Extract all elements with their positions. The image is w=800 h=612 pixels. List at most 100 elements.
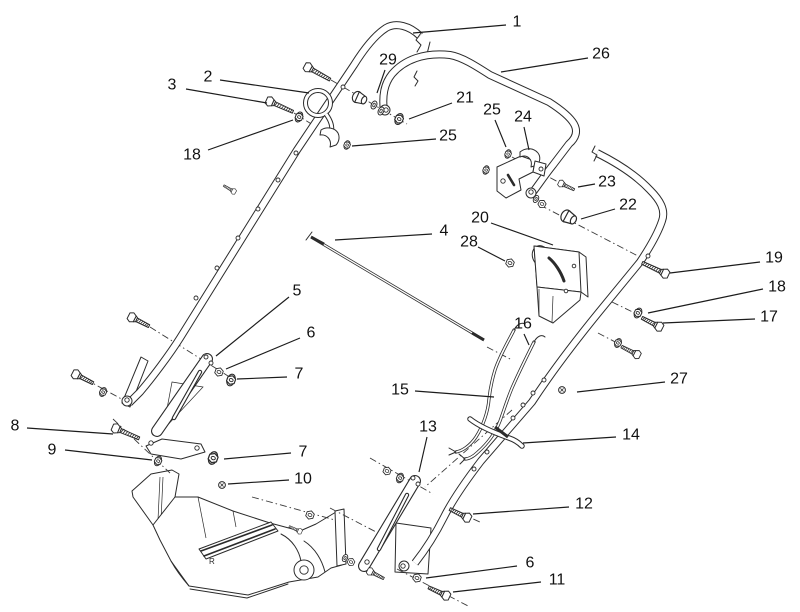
housing-lower-plate: [536, 286, 582, 324]
callout-leader-line: [576, 381, 666, 393]
callout-21: 21: [408, 90, 474, 120]
nut-6b: [411, 572, 423, 584]
callout-leader-line: [477, 246, 506, 262]
upper-handle-right-tube: [379, 50, 581, 199]
callout-leader-line: [662, 318, 756, 324]
callout-leader-line: [425, 565, 518, 579]
callout-number: 2: [204, 69, 213, 86]
support-arm-right: [358, 475, 421, 572]
nut-21: [392, 111, 406, 127]
lower-right-handle-tube: [398, 145, 668, 572]
callout-leader-line: [236, 376, 288, 380]
assembly-axis-lines: [84, 79, 642, 608]
callout-number: 27: [670, 371, 688, 388]
bolt-left-lower: [69, 367, 96, 389]
bolt-deck-bracket: [365, 566, 387, 583]
callout-18-a: 18: [183, 119, 294, 164]
deck-side-plate: [334, 508, 347, 567]
callout-27: 27: [576, 371, 688, 393]
callout-leader-line: [522, 436, 617, 444]
callout-25-a: 25: [351, 128, 457, 147]
callout-8: 8: [11, 418, 114, 435]
callout-14: 14: [522, 427, 640, 444]
callout-leader-line: [418, 436, 428, 473]
callout-17: 17: [662, 309, 778, 326]
callout-11: 11: [452, 572, 566, 593]
callout-number: 4: [440, 223, 449, 240]
callout-leader-line: [408, 102, 453, 120]
callout-4: 4: [334, 223, 449, 241]
callout-number: 16: [514, 316, 532, 333]
callout-20: 20: [471, 210, 554, 246]
bolt-extra: [619, 342, 643, 361]
callout-7-a: 7: [236, 366, 304, 383]
callout-number: 24: [514, 109, 532, 126]
callout-leader-line: [494, 119, 507, 148]
callout-leader-line: [500, 57, 589, 73]
callout-number: 10: [294, 471, 312, 488]
callout-leader-line: [225, 337, 301, 370]
callout-leader-line: [452, 581, 542, 593]
push-nut-10: [218, 481, 226, 489]
deck-letter-marking: R: [209, 557, 215, 566]
callout-leader-line: [523, 126, 530, 151]
control-cables: [448, 322, 546, 465]
callout-number: 7: [295, 366, 304, 383]
callout-6-a: 6: [225, 325, 316, 370]
callout-number: 3: [168, 77, 177, 94]
callout-3: 3: [168, 77, 268, 104]
callout-leader-line: [219, 79, 310, 94]
callout-leader-line: [334, 233, 433, 241]
callout-number: 11: [549, 572, 566, 589]
callout-number: 21: [456, 90, 474, 107]
bolt-8: [109, 421, 142, 444]
callout-number: 6: [526, 555, 535, 572]
bolt-left-upper: [125, 310, 152, 332]
tube-break-mark: [413, 70, 419, 87]
callout-leader-line: [376, 69, 386, 94]
deck-body: [152, 496, 345, 596]
callout-leader-line: [580, 208, 616, 220]
callout-number: 17: [760, 309, 778, 326]
callout-leader-line: [26, 427, 114, 435]
callout-leader-line: [207, 119, 294, 151]
nut-left: [97, 385, 109, 399]
nut-arm13-a: [381, 465, 393, 477]
callout-number: 15: [391, 382, 409, 399]
callout-leader-line: [472, 506, 570, 515]
callout-leader-line: [215, 296, 290, 357]
deck-upper-bracket: [145, 438, 206, 460]
callout-12: 12: [472, 496, 593, 515]
callout-number: 1: [513, 14, 522, 31]
callout-19: 19: [669, 250, 783, 274]
callout-number: 9: [48, 442, 57, 459]
callout-number: 6: [307, 325, 316, 342]
bolt-upper-joint: [301, 60, 333, 85]
callout-26: 26: [500, 46, 610, 73]
callout-leader-line: [523, 333, 530, 346]
callout-number: 13: [419, 419, 437, 436]
callout-number: 14: [622, 427, 640, 444]
cable-clamp-saddle: [319, 127, 340, 148]
callout-number: 19: [765, 250, 783, 267]
right-mount-bracket: [496, 148, 547, 199]
bolt-11: [426, 582, 453, 603]
nut-18a: [293, 110, 305, 124]
callout-24: 24: [514, 109, 532, 151]
callout-number: 18: [768, 279, 786, 296]
cable-guide-bar: [467, 416, 525, 449]
nut-25b: [503, 148, 513, 160]
loop-lock-bracket: [303, 88, 340, 148]
nut-arm13-b: [394, 471, 406, 485]
callout-22: 22: [580, 197, 637, 220]
callout-29: 29: [376, 52, 397, 94]
callout-5: 5: [215, 283, 302, 357]
callout-23: 23: [577, 174, 616, 191]
callout-16: 16: [514, 316, 532, 346]
washer-29a: [369, 99, 379, 111]
bolt-23: [556, 178, 577, 194]
callout-leader-line: [351, 138, 437, 147]
callout-leader-line: [647, 288, 764, 314]
